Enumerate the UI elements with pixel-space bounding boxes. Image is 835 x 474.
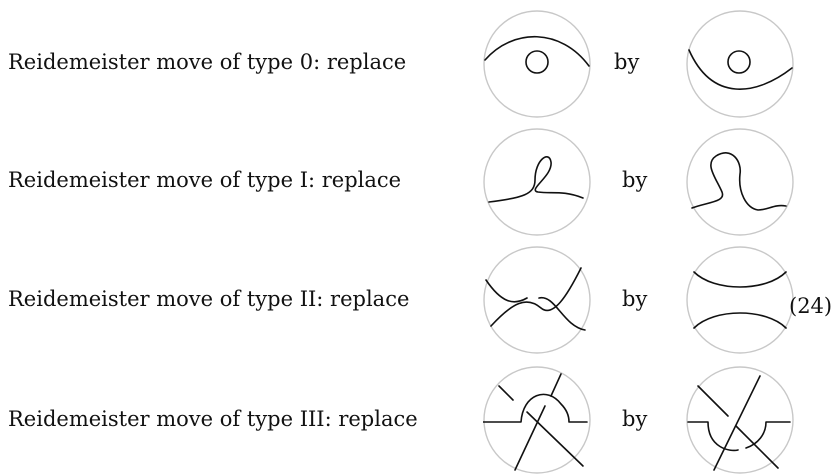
move-2-before-diagram <box>483 246 591 354</box>
move-3-after-diagram <box>686 366 794 474</box>
move-0-after-diagram <box>686 10 794 118</box>
move-2-after-diagram <box>686 246 794 354</box>
move-0-label: Reidemeister move of type 0: replace <box>8 50 407 74</box>
move-2-label: Reidemeister move of type II: replace <box>8 287 410 311</box>
move-3-before-diagram <box>483 366 591 474</box>
move-1-before-diagram <box>483 128 591 236</box>
move-0-before-diagram <box>483 10 591 118</box>
move-3-by: by <box>622 407 648 431</box>
move-1-label: Reidemeister move of type I: replace <box>8 168 402 192</box>
move-1-after-diagram <box>686 128 794 236</box>
equation-number: (24) <box>789 294 833 318</box>
move-2-by: by <box>622 287 648 311</box>
move-3-label: Reidemeister move of type III: replace <box>8 407 418 431</box>
move-1-by: by <box>622 168 648 192</box>
move-0-by: by <box>614 50 640 74</box>
